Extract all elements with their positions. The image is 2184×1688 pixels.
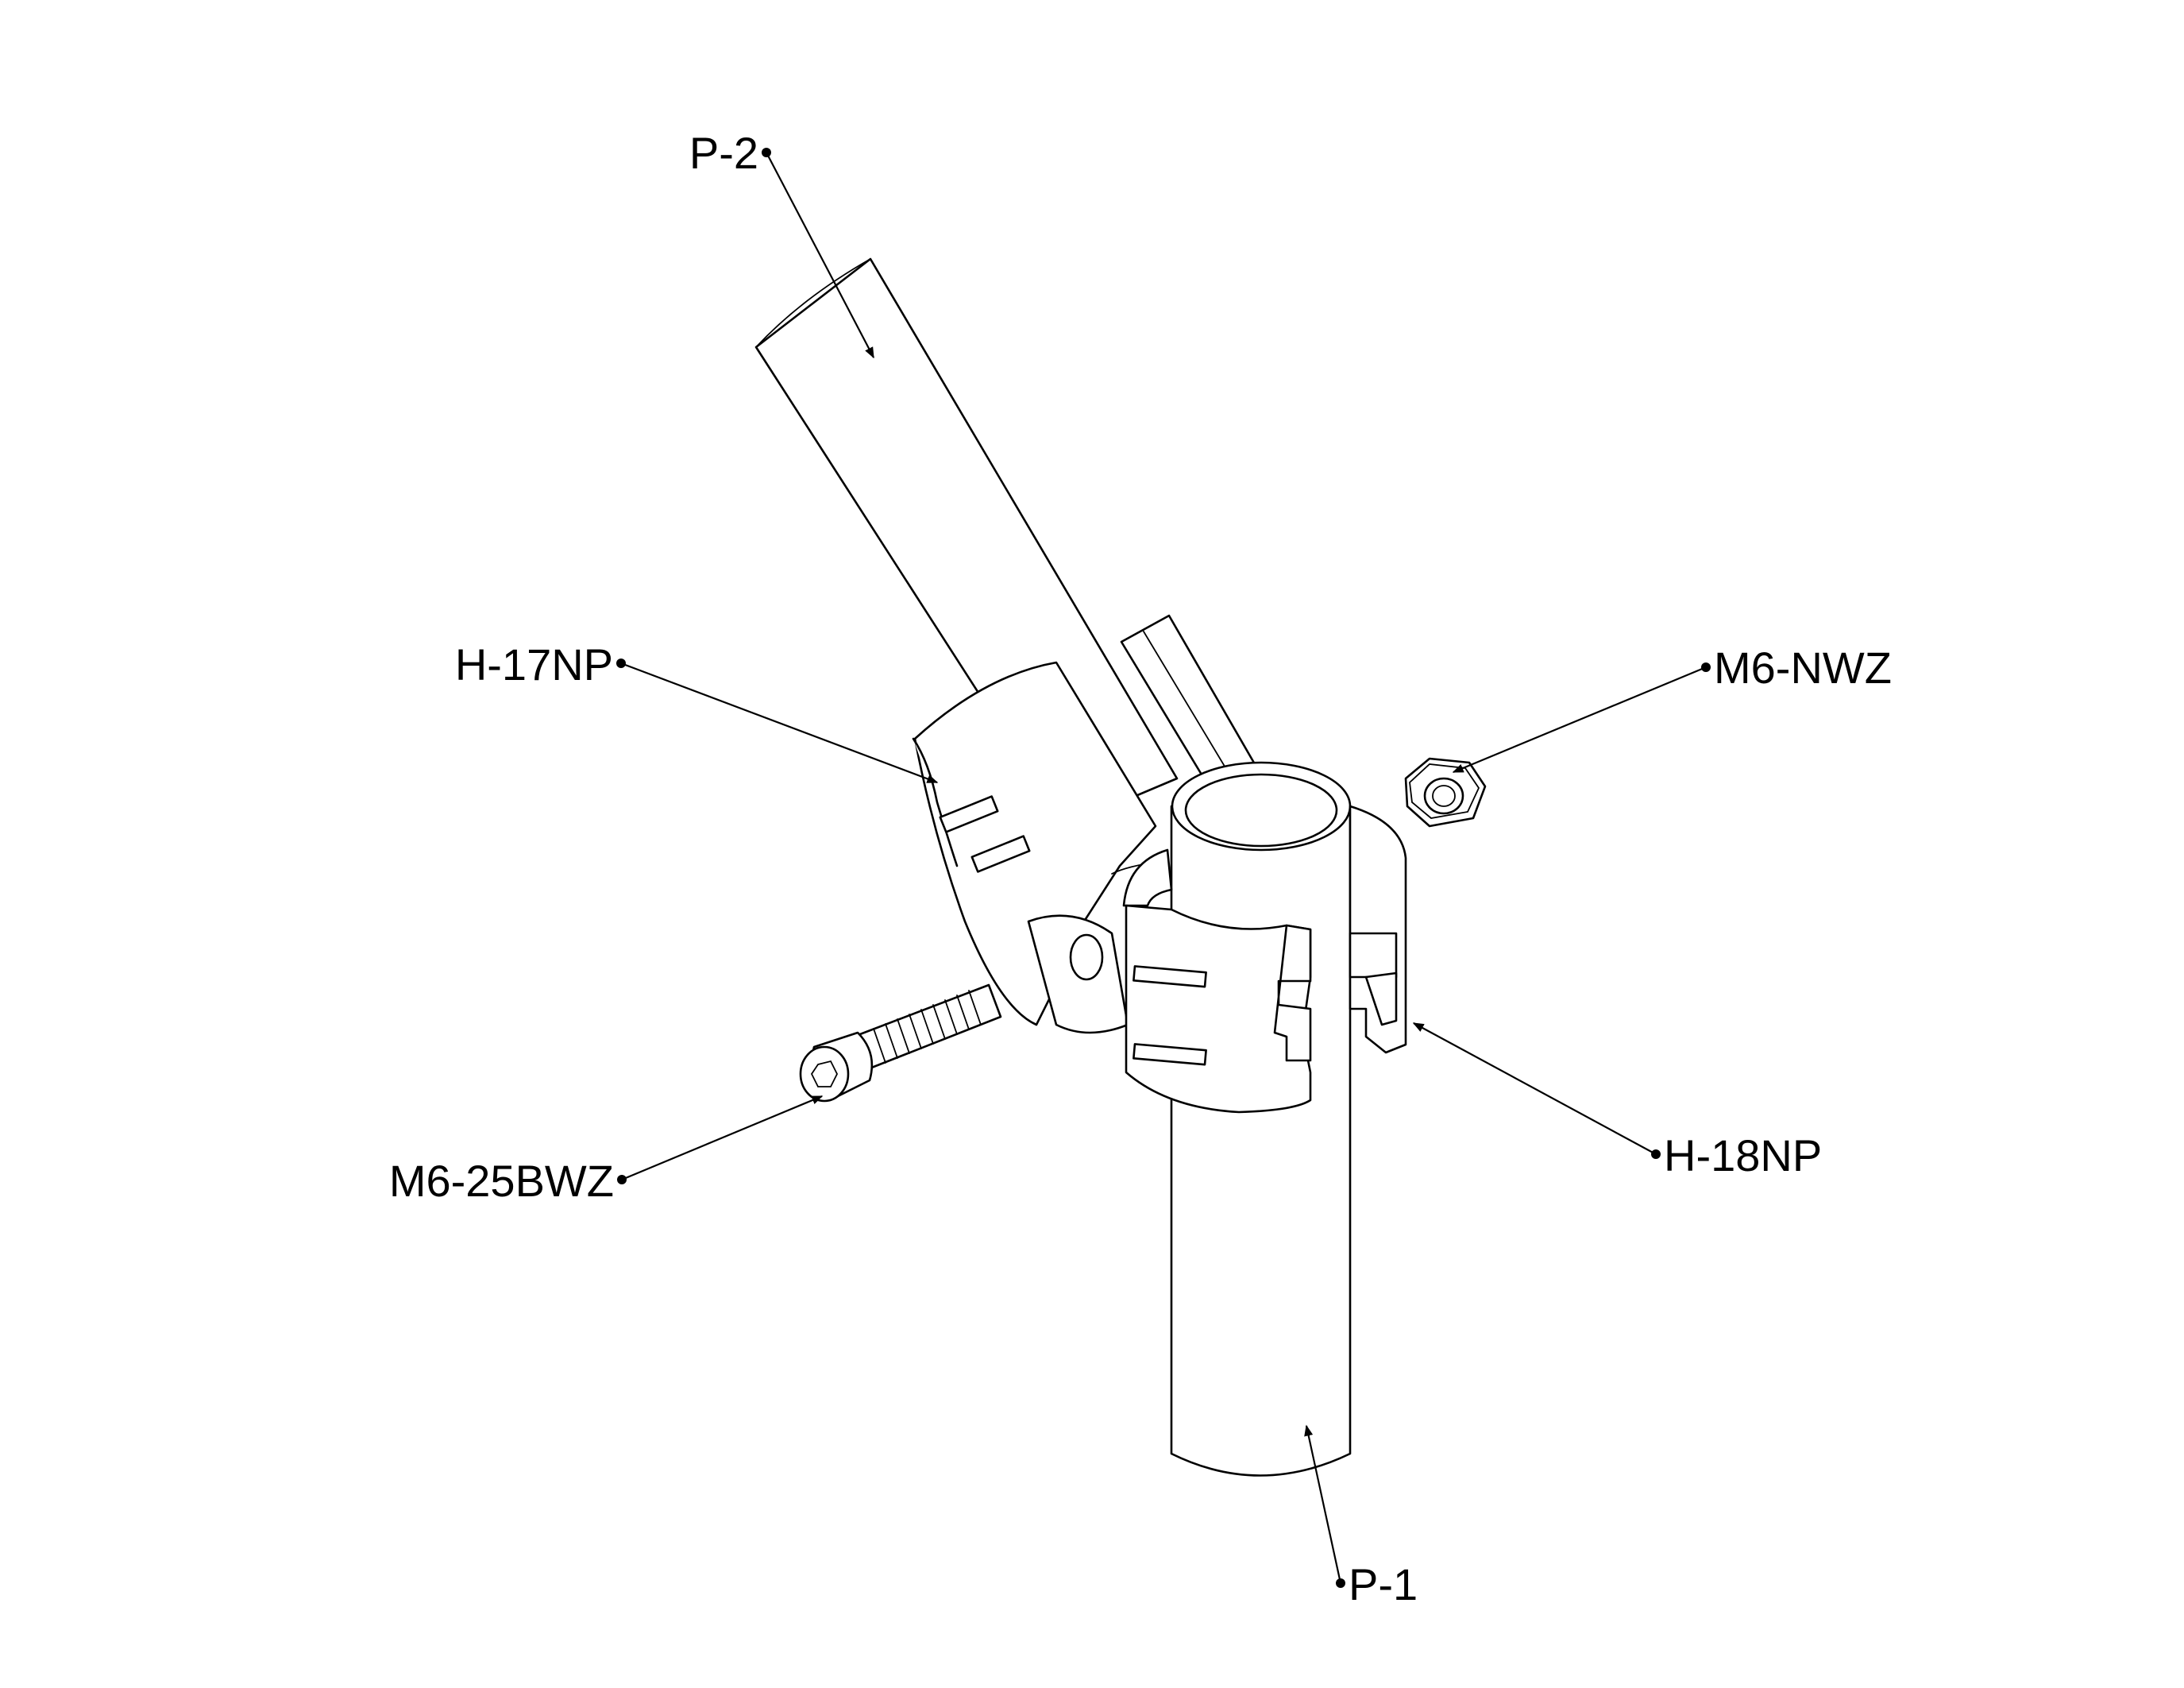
callout-labels: P-2 H-17NP M6-NWZ M6-25BWZ H-18NP P-1 bbox=[389, 128, 1892, 1609]
hex-nut-m6-nwz bbox=[1404, 757, 1487, 828]
callout-label-m6nwz: M6-NWZ bbox=[1714, 643, 1892, 693]
dot-h18np bbox=[1651, 1149, 1661, 1159]
clamp-h17np bbox=[912, 661, 1160, 1034]
callout-label-m625bwz: M6-25BWZ bbox=[389, 1156, 614, 1206]
callout-label-p2: P-2 bbox=[689, 128, 758, 178]
leader-m6nwz bbox=[1452, 666, 1707, 774]
leader-p2 bbox=[766, 152, 874, 359]
pipe-p1 bbox=[1170, 761, 1352, 1477]
leader-h18np bbox=[1412, 1022, 1657, 1155]
dot-p1 bbox=[1336, 1578, 1345, 1588]
dot-m625bwz bbox=[617, 1175, 627, 1184]
callout-label-p1: P-1 bbox=[1349, 1559, 1418, 1609]
socket-cap-screw-m6-25bwz bbox=[799, 983, 1002, 1103]
leader-p1 bbox=[1304, 1424, 1342, 1584]
dot-h17np bbox=[616, 659, 626, 668]
callout-label-h17np: H-17NP bbox=[455, 639, 613, 689]
leader-h17np bbox=[620, 662, 939, 784]
clamp-h18np bbox=[1122, 805, 1407, 1114]
leader-m625bwz bbox=[621, 1095, 824, 1181]
dot-p2 bbox=[762, 148, 771, 157]
callout-label-h18np: H-18NP bbox=[1664, 1130, 1822, 1180]
screw-threads bbox=[873, 990, 982, 1064]
pipe-p2 bbox=[754, 257, 1179, 828]
callout-dots bbox=[616, 148, 1711, 1588]
dot-m6nwz bbox=[1701, 662, 1711, 672]
leader-lines bbox=[620, 152, 1707, 1584]
